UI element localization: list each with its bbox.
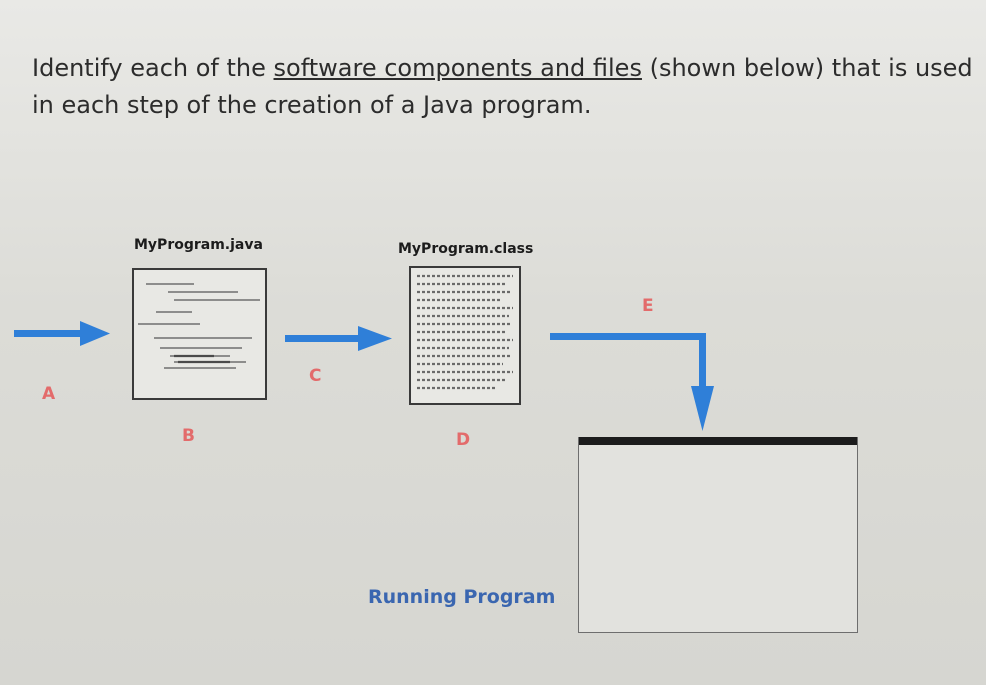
question-text: Identify each of the software components… [32, 50, 982, 124]
running-program-label: Running Program [368, 586, 556, 608]
source-file-name: MyProgram.java [134, 237, 263, 253]
letter-e: E [642, 296, 654, 316]
question-underlined-phrase: software components and files [273, 54, 642, 82]
letter-b: B [182, 426, 195, 446]
question-part-2: (shown below) that is used in each step … [32, 54, 973, 119]
running-program-window [578, 437, 858, 633]
question-part-1: Identify each of the [32, 54, 274, 82]
java-source-document [132, 268, 267, 400]
bytecode-lines [417, 274, 513, 390]
arrow-c [285, 326, 392, 351]
arrow-a [14, 321, 110, 346]
class-bytecode-document [409, 266, 521, 405]
letter-d: D [456, 430, 471, 450]
class-file-name: MyProgram.class [398, 241, 534, 257]
arrow-e [550, 333, 714, 431]
source-code-lines [138, 283, 260, 369]
window-title-bar [579, 437, 857, 445]
letter-c: C [309, 366, 322, 386]
letter-a: A [42, 384, 56, 404]
